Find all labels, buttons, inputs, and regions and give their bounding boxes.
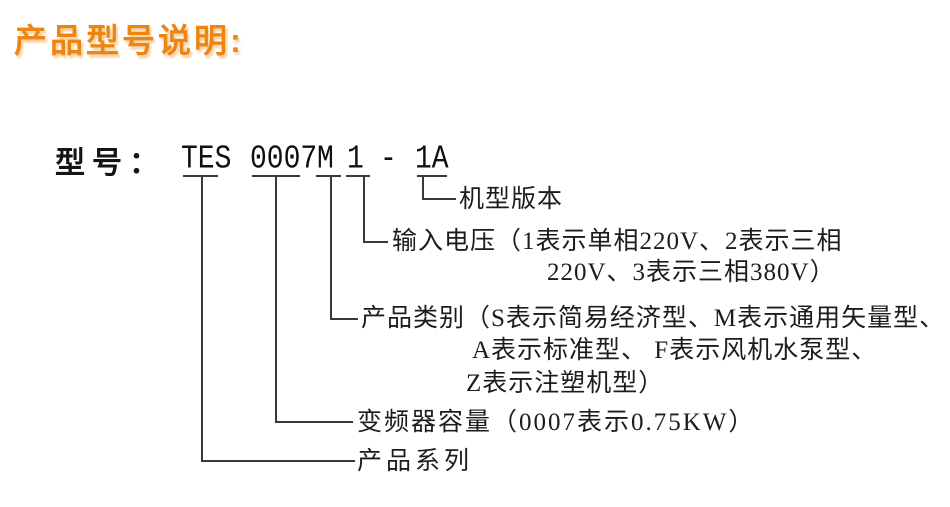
connector-category-horizontal: [330, 318, 358, 320]
model-segment-category: M: [317, 141, 334, 179]
label-category-line2: A表示标准型、 F表示风机水泵型、: [472, 337, 878, 364]
model-segment-version: 1A: [415, 141, 449, 179]
model-segment-series: TES: [181, 141, 232, 179]
connector-voltage-vertical: [363, 177, 365, 243]
page-title: 产品型号说明:: [14, 22, 244, 59]
connector-capacity-horizontal: [275, 421, 353, 423]
label-category-line1: 产品类别（S表示简易经济型、M表示通用矢量型、: [361, 305, 946, 332]
underline-voltage: [346, 175, 370, 177]
underline-capacity: [252, 175, 300, 177]
label-category-line3: Z表示注塑机型）: [466, 370, 665, 397]
label-voltage-line1: 输入电压（1表示单相220V、2表示三相: [392, 228, 843, 255]
label-version: 机型版本: [459, 186, 564, 213]
connector-category-vertical: [330, 177, 332, 320]
label-series: 产品系列: [357, 448, 474, 475]
underline-version: [417, 175, 447, 177]
model-segment-voltage: 1: [347, 141, 364, 179]
model-field-label: 型号：: [55, 147, 166, 180]
connector-version-horizontal: [422, 198, 456, 200]
connector-voltage-horizontal: [363, 241, 388, 243]
underline-series: [183, 175, 218, 177]
connector-version-vertical: [422, 177, 424, 200]
label-capacity: 变频器容量（0007表示0.75KW）: [357, 409, 756, 436]
connector-series-horizontal: [201, 460, 355, 462]
connector-capacity-vertical: [275, 177, 277, 423]
model-segment-dash: -: [380, 141, 397, 179]
underline-category: [316, 175, 341, 177]
model-segment-capacity: 0007: [250, 141, 318, 179]
connector-series-vertical: [201, 177, 203, 462]
label-voltage-line2: 220V、3表示三相380V）: [547, 259, 836, 286]
